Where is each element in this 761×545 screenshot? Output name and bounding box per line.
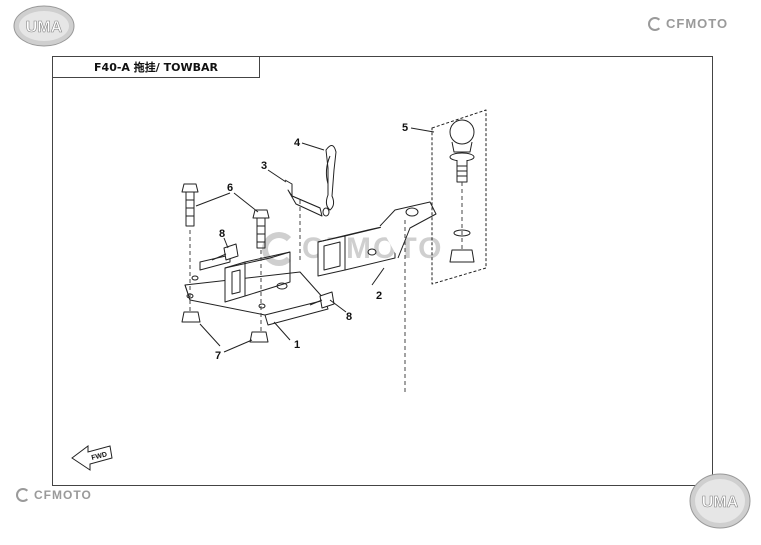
nut-part-7-right xyxy=(249,331,269,343)
towball-part-5 xyxy=(431,109,487,285)
cfmoto-logo-bottom: CFMOTO xyxy=(16,488,92,502)
cfmoto-logo-text: CFMOTO xyxy=(666,16,729,31)
callout-1: 1 xyxy=(294,339,300,351)
receiver-part-2 xyxy=(317,201,437,277)
pin-part-3 xyxy=(284,179,330,217)
cfmoto-mark-icon-bottom xyxy=(16,488,30,502)
watermark-ring-icon xyxy=(262,232,296,266)
uma-logo-top: UMA xyxy=(12,4,76,48)
bolt-part-8-bottom xyxy=(309,291,335,309)
callout-8-bottom: 8 xyxy=(346,311,352,323)
bracket-part-1 xyxy=(184,251,329,326)
callout-3: 3 xyxy=(261,160,267,172)
callout-8-top: 8 xyxy=(219,228,225,240)
clip-part-4 xyxy=(325,145,337,211)
nut-part-7-left xyxy=(181,311,201,323)
fwd-arrow-icon: FWD xyxy=(71,445,113,471)
diagram-frame xyxy=(52,56,713,486)
bolt-part-6-left xyxy=(181,183,199,227)
callout-5: 5 xyxy=(402,122,408,134)
fwd-label: FWD xyxy=(91,451,108,462)
uma-logo-bottom: UMA xyxy=(688,472,752,530)
cfmoto-logo-top: CFMOTO xyxy=(648,16,728,31)
uma-logo-text: UMA xyxy=(26,19,63,36)
uma-logo-text-bottom: UMA xyxy=(702,494,739,511)
bolt-part-6-right xyxy=(252,209,270,249)
callout-2: 2 xyxy=(376,290,382,302)
cfmoto-logo-text-bottom: CFMOTO xyxy=(34,488,92,502)
cfmoto-mark-icon xyxy=(648,16,662,31)
callout-4: 4 xyxy=(294,137,301,149)
diagram-title: F40-A 拖挂/ TOWBAR xyxy=(52,56,260,78)
callout-6: 6 xyxy=(227,182,233,194)
callout-7: 7 xyxy=(215,350,221,362)
